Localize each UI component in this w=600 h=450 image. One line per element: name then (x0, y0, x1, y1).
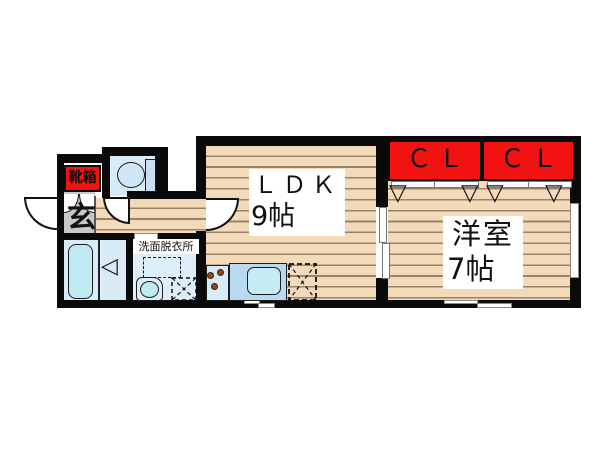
closet-fold-door-mark: ▽ (545, 180, 563, 206)
closet-fold-door-mark: ▽ (461, 180, 479, 206)
washroom-label: 洗面脱衣所 (138, 240, 194, 253)
western-room-window (477, 303, 512, 308)
wall-toilet-left (102, 147, 110, 198)
kitchen-window (258, 303, 275, 308)
stove-burner (207, 272, 214, 279)
dashed-x-mark (288, 263, 317, 301)
stove-burner (211, 283, 218, 290)
closet-track-divider (528, 181, 529, 188)
dashed-x-mark (171, 277, 197, 301)
ldk-name: ＬＤＫ (253, 171, 341, 199)
closet-left-label: ＣＬ (406, 144, 471, 173)
wall-room-divider-lower (376, 278, 388, 300)
ldk-size: 9帖 (251, 201, 296, 232)
wall-toilet-top (102, 147, 168, 156)
washer-pan-space (171, 277, 197, 301)
shoe-box-label: 靴箱 (68, 170, 97, 186)
wall-bottom (57, 300, 581, 308)
bathroom-folding-door-mark: ◁ (101, 254, 118, 279)
toilet-tank (145, 159, 156, 192)
wall-room-divider-upper (376, 146, 388, 207)
wall-ldk-left-lower (196, 231, 206, 300)
washbasin-bowl (140, 281, 159, 298)
closet-fold-door-mark: ▽ (389, 180, 407, 206)
western-room-window (444, 300, 478, 304)
wall-hall-top (127, 191, 206, 199)
western-room-name: 洋室 (451, 217, 514, 251)
wall-toilet-right (155, 147, 168, 195)
closet-track-divider (434, 181, 435, 188)
wall-left (57, 154, 64, 300)
washroom-label-box: 洗面脱衣所 (133, 239, 199, 254)
bathtub (68, 244, 93, 299)
right-wall-window (570, 203, 579, 278)
sliding-door-panel (379, 207, 387, 243)
wall-genkan-top (57, 154, 102, 163)
washing-machine-space (143, 257, 181, 278)
wall-ldk-left-upper (196, 146, 206, 198)
kitchen-sink (247, 267, 281, 295)
shoe-box: 靴箱 (64, 165, 101, 192)
wall-water-block-top (57, 233, 206, 240)
genkan-edge-line (94, 196, 96, 233)
closet-left: ＣＬ (388, 140, 482, 181)
entrance-door-swing-arc (24, 197, 57, 230)
western-room-label-box: 洋室 7帖 (443, 216, 523, 289)
toilet-bowl (117, 162, 145, 188)
closet-right: ＣＬ (482, 140, 575, 181)
closet-door-track (391, 181, 479, 188)
ldk-label-box: ＬＤＫ 9帖 (249, 169, 345, 236)
sliding-door-panel (382, 243, 390, 279)
western-room-size: 7帖 (447, 252, 495, 286)
refrigerator-space (288, 263, 317, 301)
closet-door-track (487, 181, 572, 188)
closet-fold-door-mark: ▽ (486, 180, 504, 206)
stove-burner (217, 269, 224, 276)
closet-right-label: ＣＬ (499, 144, 564, 173)
wall-bath-wash-divider (126, 240, 133, 300)
bathroom-divider-line (98, 240, 100, 301)
genkan-label: 玄 (67, 200, 97, 234)
